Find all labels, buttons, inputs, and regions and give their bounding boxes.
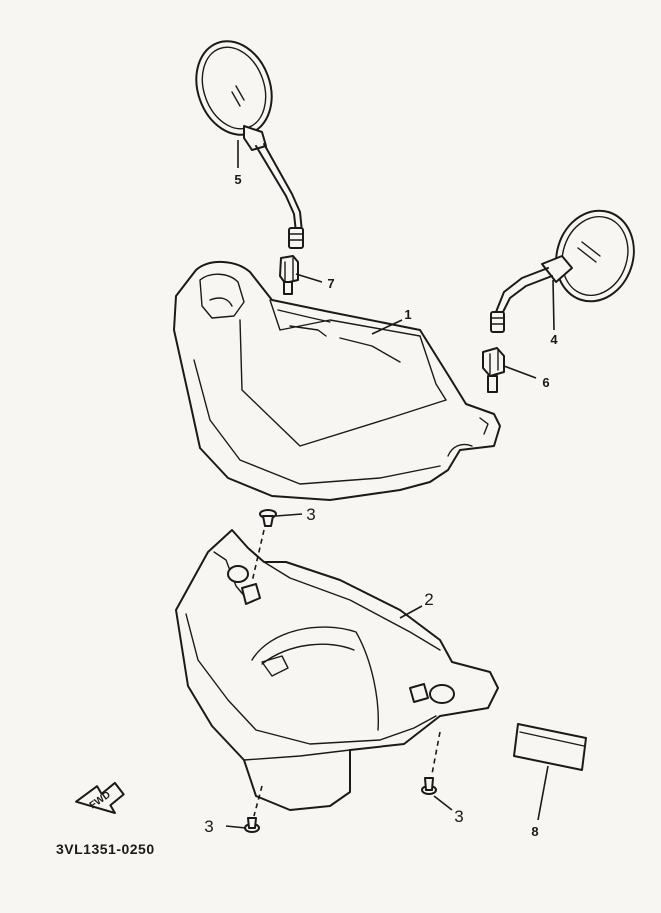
callout-8: 8 [531,824,538,839]
diagram-code: 3VL1351-0250 [56,841,155,857]
screw-top [259,509,277,527]
callout-7: 7 [327,276,334,291]
left-adapter-nut [279,255,299,295]
callout-2: 2 [424,590,433,609]
right-adapter-nut [482,347,505,393]
callout-3-bottom-left: 3 [204,817,213,836]
screw-bottom-right-axis [431,731,441,775]
lower-handlebar-cover [175,529,499,811]
fwd-arrow-icon: FWD [75,781,125,814]
left-mirror [195,40,304,249]
screw-bottom-left [244,817,260,833]
callout-4: 4 [550,332,558,347]
right-mirror [490,209,635,333]
callout-1: 1 [404,307,411,322]
leader-lines [225,140,555,829]
upper-handlebar-cover [173,261,501,501]
callout-3-bottom-right: 3 [454,807,463,826]
callout-3-top: 3 [306,505,315,524]
callout-labels: 5 7 1 4 6 3 2 3 3 8 [204,172,558,839]
label-decal [513,723,587,771]
callout-6: 6 [542,375,549,390]
callout-5: 5 [234,172,241,187]
screw-bottom-right [421,777,437,795]
